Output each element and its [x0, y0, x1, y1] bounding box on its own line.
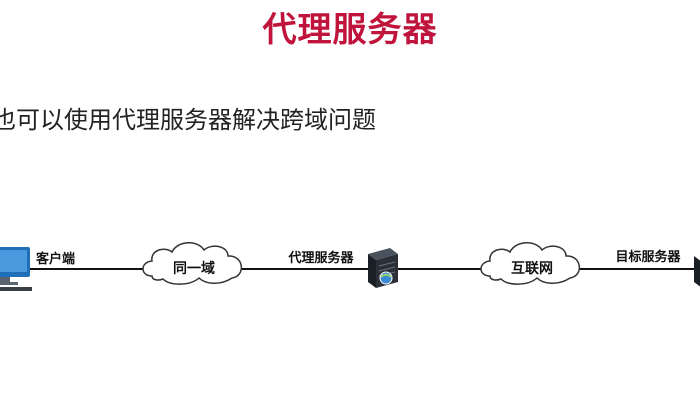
cloud-internet: 互联网 [480, 242, 580, 285]
cloud-same-domain-label: 同一域 [173, 260, 215, 277]
cloud-internet-label: 互联网 [511, 261, 553, 277]
client-label: 客户端 [36, 251, 75, 267]
proxy-server-label: 代理服务器 [287, 250, 354, 266]
slide-title: 代理服务器 [262, 10, 438, 50]
target-server-label: 目标服务器 [615, 249, 681, 265]
monitor-icon [0, 247, 32, 291]
server-icon [694, 256, 700, 287]
server-icon [368, 248, 398, 288]
cloud-same-domain: 同一域 [142, 242, 242, 285]
slide-subtitle: 也可以使用代理服务器解决跨域问题 [0, 106, 376, 134]
